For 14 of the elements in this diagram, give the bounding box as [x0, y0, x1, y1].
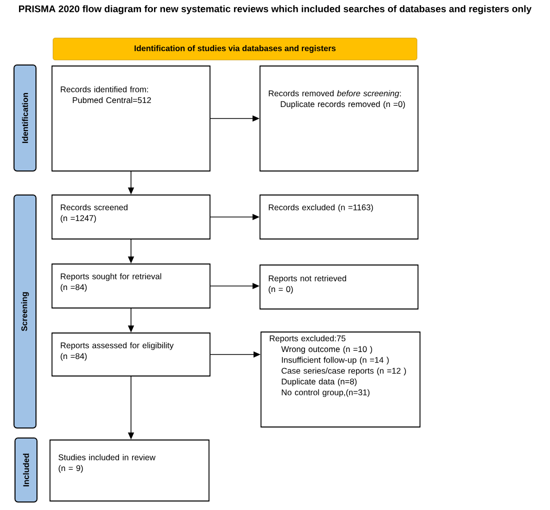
- process-box: Records removed before screening: Duplicate records removed (n =0): [260, 66, 418, 172]
- stage-bar: Included: [14, 438, 38, 502]
- stage-bar: Screening: [14, 194, 36, 428]
- process-box: Records screened (n =1247): [52, 194, 210, 240]
- process-box: Reports excluded:75 Wrong outcome (n =10 ) Insufficient follow-up (n =14 ) Case series/case reports (n =12 ) Duplicate data (n=8) No control group,(n=31): [260, 332, 420, 428]
- section-banner: Identification of studies via databases and registers: [52, 38, 418, 60]
- process-box: Reports not retrieved (n = 0): [260, 264, 418, 310]
- process-box: Records excluded (n =1163): [260, 194, 418, 240]
- process-box: Reports sought for retrieval (n =84): [52, 264, 210, 308]
- process-box: Reports assessed for eligibility (n =84): [52, 332, 210, 376]
- title: PRISMA 2020 flow diagram for new systematic reviews which included searches of databases and registers only: [19, 5, 532, 14]
- process-box: Studies included in review (n = 9): [50, 440, 210, 502]
- stage-bar: Identification: [14, 64, 36, 172]
- process-box: Records identified from: Pubmed Central=512: [52, 66, 210, 172]
